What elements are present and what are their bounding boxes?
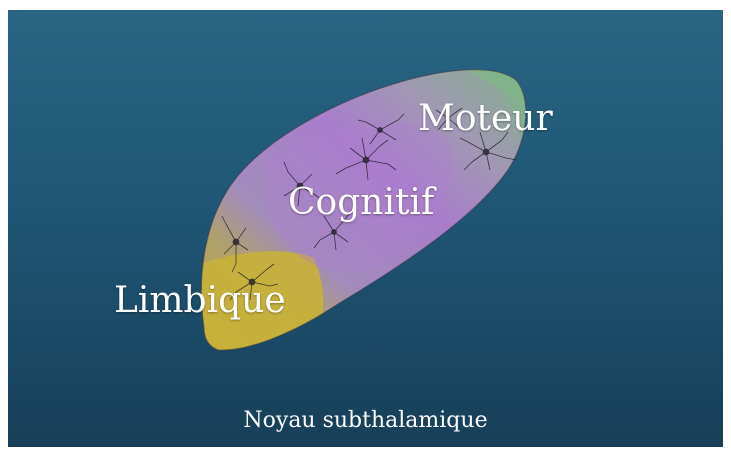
subthalamic-nucleus-diagram — [8, 10, 723, 447]
label-cognitif: Cognitif — [288, 182, 434, 223]
slide: Moteur Cognitif Limbique Noyau subthalam… — [8, 10, 723, 447]
label-limbique: Limbique — [114, 280, 286, 321]
diagram-caption: Noyau subthalamique — [8, 408, 723, 433]
label-moteur: Moteur — [418, 98, 553, 139]
